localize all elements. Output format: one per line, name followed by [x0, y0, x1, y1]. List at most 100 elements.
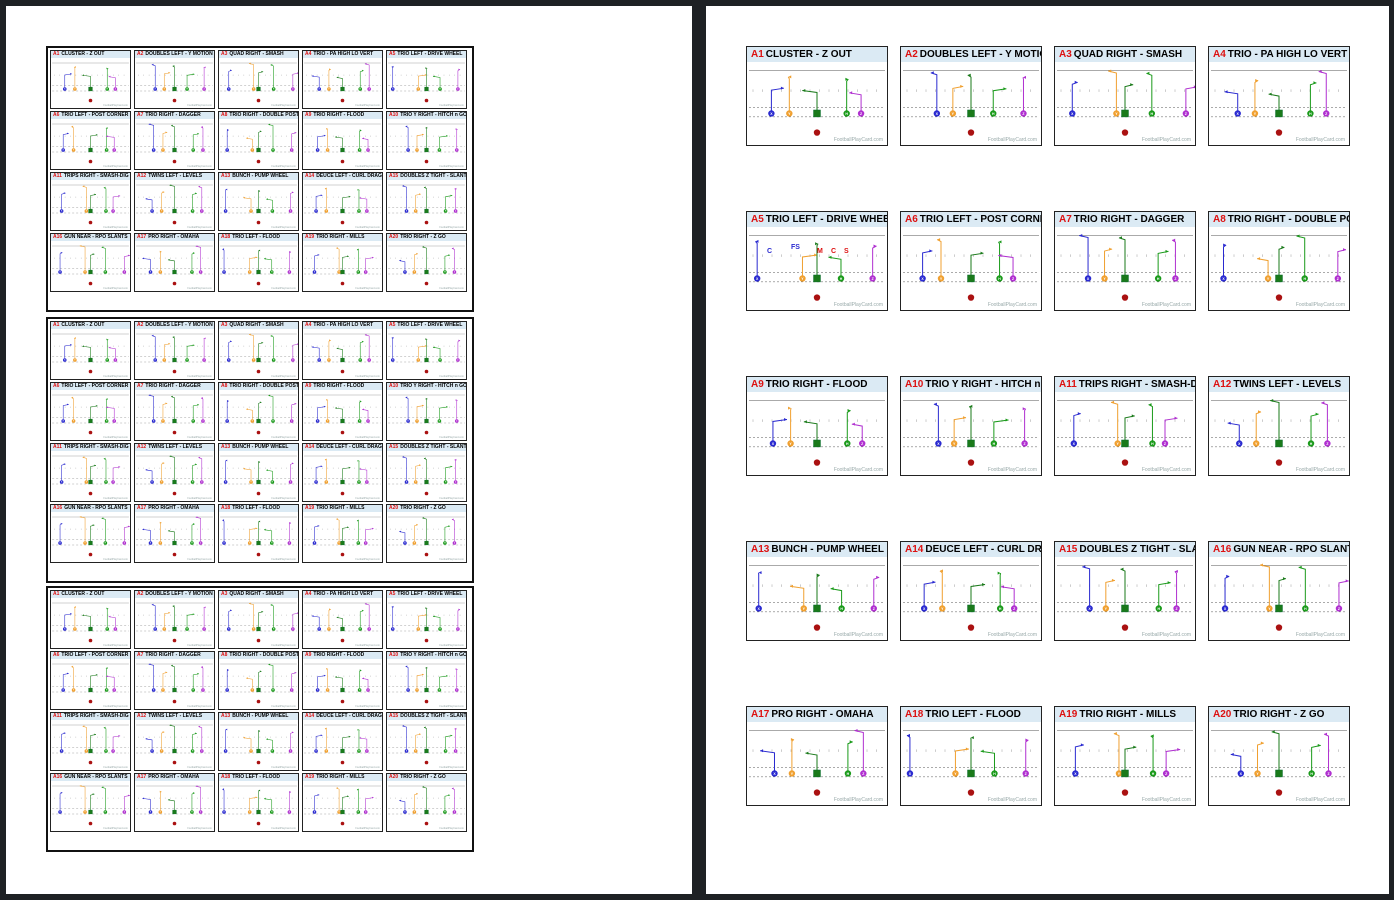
player-label: Z	[1025, 772, 1028, 776]
route-arrow	[422, 404, 424, 407]
watermark: FootballPlayCard.com	[187, 165, 212, 168]
center-marker	[424, 626, 429, 632]
player-label: X	[392, 89, 394, 91]
route-arrow	[70, 73, 72, 75]
route-arrow	[79, 245, 82, 247]
route-arrow	[424, 614, 427, 616]
player-z-marker	[202, 627, 206, 631]
player-h-marker	[356, 541, 361, 545]
route-line	[454, 728, 456, 750]
play-name: TRIO RIGHT - Z GO	[400, 505, 446, 511]
player-label: X	[319, 629, 321, 631]
player-z-marker	[454, 688, 459, 692]
player-x-marker	[61, 688, 65, 692]
player-label: Z	[1175, 607, 1178, 611]
route-line	[192, 404, 200, 420]
route-line	[1110, 401, 1119, 441]
player-label: Y	[253, 89, 255, 91]
player-label: H	[358, 812, 360, 814]
route-line	[362, 138, 369, 149]
player-label: Y	[74, 629, 76, 631]
route-arrow	[266, 469, 268, 471]
player-y-marker	[250, 688, 255, 692]
route-arrow	[1298, 565, 1302, 569]
player-label: X	[150, 812, 152, 814]
route-arrow	[118, 466, 121, 468]
player-y-marker	[952, 770, 959, 777]
player-y-marker	[158, 270, 163, 274]
player-label: X	[404, 812, 406, 814]
player-label: Y	[328, 360, 330, 362]
route-line	[101, 517, 106, 542]
player-z-marker	[291, 87, 295, 91]
route-line	[415, 193, 421, 210]
player-label: Y	[338, 812, 340, 814]
route-line	[226, 669, 229, 689]
route-line	[432, 347, 441, 359]
player-x-marker	[223, 480, 228, 484]
quarterback-marker	[256, 281, 261, 286]
quarterback-marker	[1121, 129, 1129, 136]
player-label: Y	[415, 751, 417, 753]
quarterback-marker	[340, 638, 345, 643]
player-label: H	[105, 482, 107, 484]
route-arrow	[1230, 752, 1234, 756]
route-line	[1259, 564, 1270, 606]
player-label: H	[271, 543, 273, 545]
player-h-marker	[271, 148, 275, 152]
player-label: Y	[415, 211, 417, 213]
player-x-marker	[769, 440, 777, 447]
route-line	[1082, 566, 1091, 606]
quarterback-marker	[256, 821, 261, 826]
player-label: Y	[414, 543, 416, 545]
route-line	[64, 344, 72, 359]
player-z-marker	[289, 419, 294, 423]
route-line	[162, 403, 168, 420]
player-label: H	[186, 360, 188, 362]
route-arrow	[454, 187, 457, 190]
route-line	[923, 581, 936, 606]
play-code: A13	[221, 713, 231, 719]
route-arrow	[192, 792, 195, 794]
route-arrow	[362, 677, 364, 680]
route-arrow	[929, 249, 933, 253]
route-line	[292, 343, 298, 359]
player-label: Y	[952, 112, 955, 116]
route-arrow	[348, 735, 351, 738]
route-line	[1224, 91, 1239, 111]
route-line	[160, 251, 162, 271]
center-marker	[1121, 274, 1129, 283]
player-h-marker	[105, 358, 110, 362]
player-label: Z	[114, 421, 116, 423]
route-arrow	[79, 785, 82, 787]
play-name: TRIO LEFT - POST CORNER	[61, 112, 129, 118]
player-z-marker	[367, 627, 371, 631]
play-name: BUNCH - PUMP WHEEL	[232, 713, 289, 719]
quarterback-marker	[340, 821, 345, 826]
play-name: TWINS LEFT - LEVELS	[1233, 379, 1342, 390]
player-label: Z	[454, 543, 456, 545]
watermark: FootballPlayCard.com	[439, 558, 464, 561]
player-label: Y	[250, 751, 252, 753]
player-label: Y	[338, 272, 340, 274]
watermark: FootballPlayCard.com	[271, 226, 296, 229]
quarterback-marker	[967, 624, 975, 631]
player-x-marker	[312, 270, 317, 274]
route-line	[71, 666, 74, 689]
quarterback-marker	[88, 699, 93, 704]
route-line	[1278, 578, 1287, 606]
route-line	[1108, 70, 1117, 111]
route-line	[414, 793, 419, 811]
route-arrow	[266, 738, 268, 740]
quarterback-marker	[967, 294, 975, 301]
